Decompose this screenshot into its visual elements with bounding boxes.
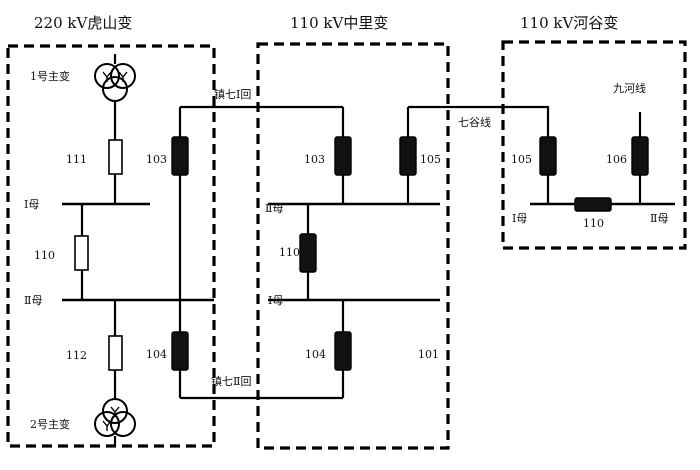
transformer-2-symbol [94, 398, 136, 446]
breaker-hushan-111-label: 111 [66, 153, 87, 166]
line-zhenqi-1-label: 镇七Ⅰ回 [214, 87, 251, 101]
breaker-hushan-104[interactable] [171, 331, 189, 371]
breaker-zhongli-101-label: 101 [418, 348, 439, 361]
hushan-bus-1-label: Ⅰ母 [24, 198, 39, 211]
breaker-hushan-111[interactable] [108, 139, 123, 175]
zhongli-bus-1-label: Ⅰ母 [268, 294, 283, 307]
hegu-bus-1-label: Ⅰ母 [512, 212, 527, 225]
breaker-zhongli-104[interactable] [334, 331, 352, 371]
breaker-zhongli-110[interactable] [299, 233, 317, 273]
breaker-hegu-105[interactable] [539, 136, 557, 176]
breaker-hegu-105-label: 105 [511, 153, 532, 166]
hushan-boundary [6, 44, 216, 448]
hegu-boundary [501, 40, 687, 250]
breaker-zhongli-103[interactable] [334, 136, 352, 176]
breaker-hushan-103[interactable] [171, 136, 189, 176]
breaker-hushan-110-label: 110 [34, 249, 55, 262]
transformer-1-label: 1号主变 [30, 69, 70, 83]
zhongli-bus-2-label: Ⅱ母 [265, 202, 283, 215]
breaker-hushan-103-label: 103 [146, 153, 167, 166]
transformer-2-label: 2号主变 [30, 417, 70, 431]
breaker-zhongli-105[interactable] [399, 136, 417, 176]
breaker-zhongli-103-label: 103 [304, 153, 325, 166]
hegu-bus-2-label: Ⅱ母 [650, 212, 668, 225]
breaker-hushan-104-label: 104 [146, 348, 167, 361]
breaker-hegu-106[interactable] [631, 136, 649, 176]
breaker-hushan-112-label: 112 [66, 349, 87, 362]
breaker-hegu-106-label: 106 [606, 153, 627, 166]
station-title-hushan: 220 kV虎山变 [34, 14, 132, 32]
line-zhenqi-2-label: 镇七Ⅱ回 [211, 374, 251, 388]
breaker-hegu-110[interactable] [574, 197, 612, 212]
station-title-hegu: 110 kV河谷变 [520, 14, 618, 32]
line-jiuhe-label: 九河线 [613, 81, 646, 95]
breaker-zhongli-105-label: 105 [420, 153, 441, 166]
breaker-zhongli-104-label: 104 [305, 348, 326, 361]
station-title-zhongli: 110 kV中里变 [290, 14, 388, 32]
transformer-1-symbol [94, 54, 136, 102]
breaker-hushan-110[interactable] [74, 235, 89, 271]
breaker-hegu-110-label: 110 [583, 217, 604, 230]
line-qigu-label: 七谷线 [458, 115, 491, 129]
breaker-zhongli-110-label: 110 [279, 246, 300, 259]
zhongli-boundary [256, 42, 450, 450]
hushan-bus-2-label: Ⅱ母 [24, 294, 42, 307]
breaker-hushan-112[interactable] [108, 335, 123, 371]
